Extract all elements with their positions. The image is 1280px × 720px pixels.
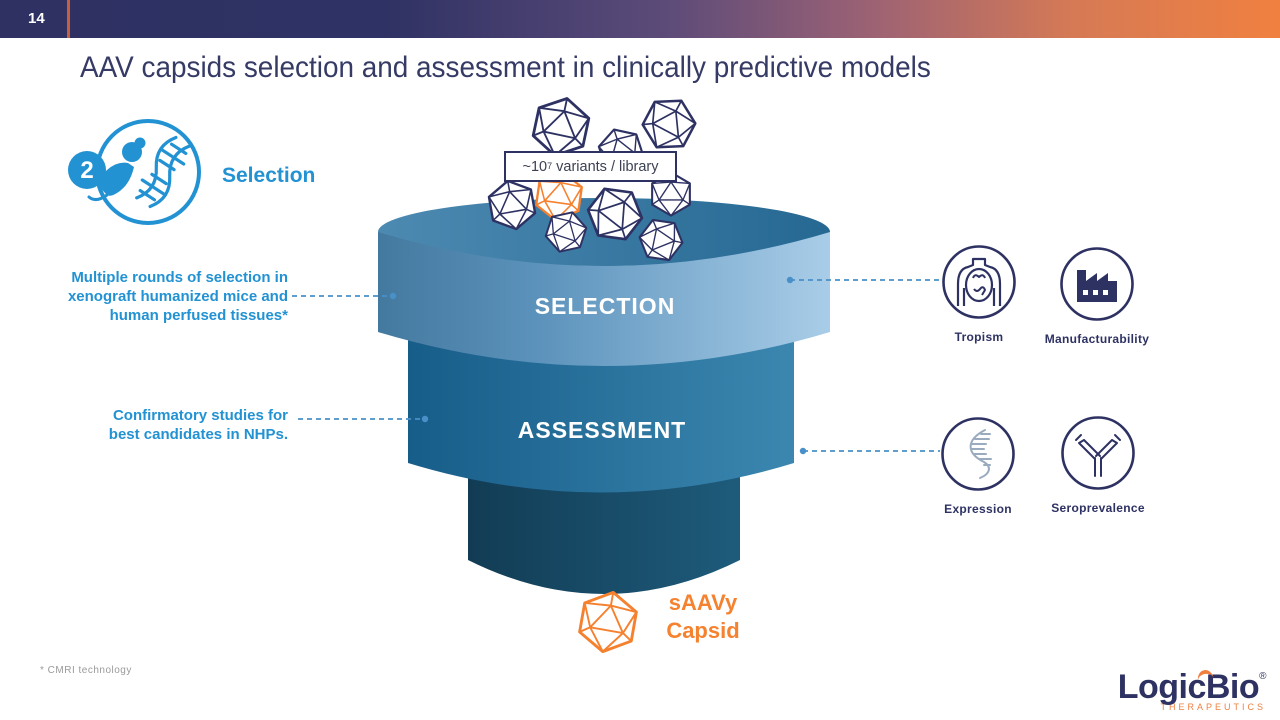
company-logo: LogicBio® THERAPEUTICS [1117,668,1266,712]
connector-dot [389,292,397,300]
logo-tagline: THERAPEUTICS [1160,702,1266,712]
connector-dot [421,415,429,423]
funnel-tier-bottom [468,470,740,594]
criterion-label: Manufacturability [1044,332,1150,346]
library-exponent: 7 [547,161,553,171]
step-icon: 2 [68,119,201,225]
output-line: Capsid [666,618,740,643]
criterion-label: Expression [944,502,1012,516]
funnel-tier-selection [378,232,830,366]
criterion-seroprevalence: Seroprevalence [1038,415,1158,515]
annotation-line: best candidates in NHPs. [108,426,288,443]
step-label: Selection [222,164,316,187]
output-capsid-icon [575,586,641,658]
criterion-label: Tropism [954,330,1004,344]
annotation-line: human perfused tissues* [109,307,288,324]
annotation-assessment: Confirmatory studies for best candidates… [30,406,288,444]
annotation-line: Confirmatory studies for [112,407,288,424]
criterion-manufacturability: Manufacturability [1037,246,1157,346]
factory-icon [1060,247,1134,321]
connector-dot [799,447,807,455]
criterion-expression: Expression [918,416,1038,516]
step-number-badge [68,151,106,189]
page-title: AAV capsids selection and assessment in … [80,51,931,84]
tropism-body-icon [942,245,1016,319]
criterion-label: Seroprevalence [1051,501,1145,515]
antibody-icon [1061,416,1135,490]
annotation-selection: Multiple rounds of selection in xenograf… [30,268,288,325]
step-number: 2 [80,157,93,184]
logo-text: LogicBio [1117,668,1260,706]
connector-dot [786,276,794,284]
tier-label-assessment: ASSESSMENT [517,417,687,443]
logo-wordmark: LogicBio® [1117,668,1266,706]
annotation-line: Multiple rounds of selection in [71,269,288,286]
slide-number: 14 [28,10,45,27]
dna-strand-icon [135,135,191,209]
accent-tick [67,0,70,38]
output-capsid-label: sAAVy Capsid [648,589,758,645]
funnel-tier-assessment [408,335,794,493]
mouse-icon [87,137,146,202]
registered-mark: ® [1259,671,1266,682]
annotation-line: xenograft humanized mice and [67,288,288,305]
output-line: sAAVy [668,590,738,615]
capsid-icon [635,88,703,160]
dna-helix-icon [941,417,1015,491]
footnote: * CMRI technology [40,665,132,676]
library-suffix: variants / library [552,158,659,175]
library-prefix: ~10 [522,158,548,175]
criterion-tropism: Tropism [919,244,1039,344]
tier-label-selection: SELECTION [534,293,676,319]
top-bar: 14 [0,0,1280,38]
